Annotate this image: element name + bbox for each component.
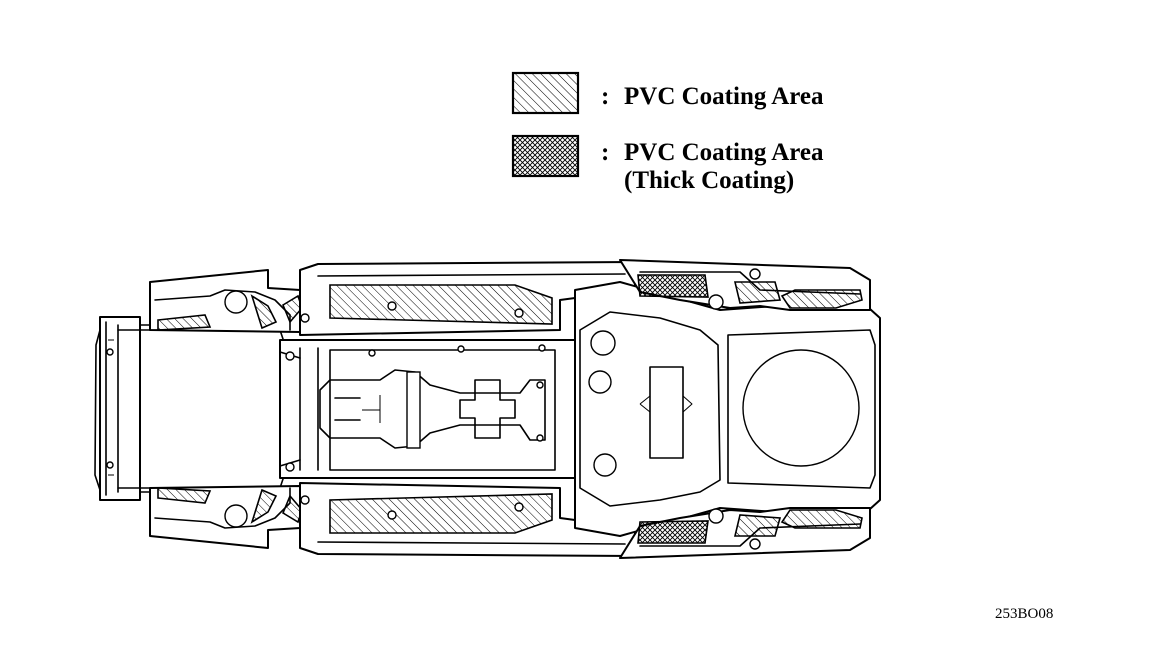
front-tower-upper — [149, 269, 303, 333]
legend-swatch-crosshatch — [511, 134, 580, 178]
rear-corner-upper — [619, 259, 871, 311]
rear-floor — [574, 281, 881, 537]
legend-sublabel-thick: (Thick Coating) — [624, 167, 794, 194]
vehicle-underbody — [94, 259, 881, 559]
legend: : PVC Coating Area : PVC Coating Area (T… — [511, 71, 824, 194]
rear-corner-lower — [619, 507, 871, 559]
figure-code: 253BO08 — [995, 606, 1053, 622]
legend-colon-2: : — [601, 139, 609, 166]
floor-pan — [279, 339, 576, 479]
front-frame — [94, 316, 301, 501]
legend-swatch-diagonal — [511, 71, 580, 115]
side-sill-upper — [299, 261, 636, 336]
legend-colon-1: : — [601, 83, 609, 110]
legend-label-pvc: PVC Coating Area — [624, 83, 824, 110]
legend-label-pvc-thick: PVC Coating Area — [624, 139, 824, 166]
front-tower-lower — [149, 485, 303, 549]
